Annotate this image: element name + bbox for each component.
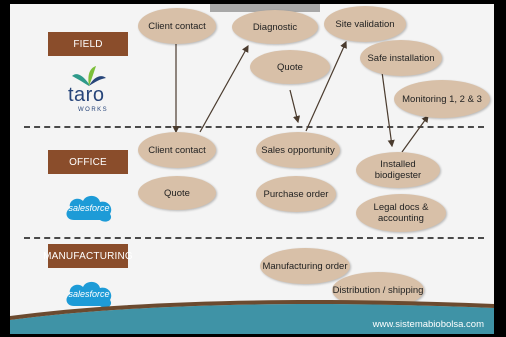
taroworks-name: taro — [68, 84, 105, 106]
divider-field-office — [24, 126, 484, 128]
node-safe-installation: Safe installation — [360, 40, 442, 76]
salesforce-logo-manufacturing: salesforce — [62, 276, 116, 312]
section-label-field: FIELD — [48, 32, 128, 56]
salesforce-wordmark: salesforce — [68, 289, 110, 299]
node-purchase-order: Purchase order — [256, 176, 336, 212]
arrow-safe-install-to-biodigester — [381, 71, 395, 148]
node-client-contact-office: Client contact — [138, 132, 216, 168]
node-legal-docs: Legal docs & accounting — [356, 194, 446, 232]
node-quote-office: Quote — [138, 176, 216, 210]
arrow-sales-to-site-validation — [305, 40, 347, 132]
node-diagnostic: Diagnostic — [232, 10, 318, 44]
taroworks-leaf-logo — [72, 66, 106, 86]
divider-office-manufacturing — [24, 237, 484, 239]
section-label-manufacturing: MANUFACTURING — [43, 244, 133, 268]
node-manufacturing-order: Manufacturing order — [260, 248, 350, 284]
node-site-validation: Site validation — [324, 6, 406, 42]
node-quote-field: Quote — [250, 50, 330, 84]
taroworks-logo: taro WORKS — [54, 64, 124, 122]
salesforce-cloud-icon — [66, 281, 112, 308]
salesforce-cloud-icon — [66, 195, 112, 222]
arrow-quote-to-sales — [289, 89, 301, 124]
top-bar — [210, 4, 320, 12]
flow-arrows — [172, 40, 429, 153]
section-label-office: OFFICE — [48, 150, 128, 174]
node-installed-biodigester: Installed biodigester — [356, 152, 440, 188]
salesforce-wordmark: salesforce — [68, 203, 110, 213]
website-url[interactable]: www.sistemabiobolsa.com — [372, 319, 484, 330]
arrow-to-diagnostic — [199, 44, 249, 133]
node-client-contact-field: Client contact — [138, 8, 216, 44]
node-monitoring: Monitoring 1, 2 & 3 — [394, 80, 490, 118]
slide: FIELD OFFICE MANUFACTURING taro WORKS sa… — [10, 4, 494, 334]
arrow-biodigester-to-monitoring — [401, 115, 429, 153]
footer-wave — [10, 300, 494, 334]
node-sales-opportunity: Sales opportunity — [256, 132, 340, 168]
taroworks-sub: WORKS — [78, 107, 109, 113]
salesforce-logo-office: salesforce — [62, 190, 116, 226]
